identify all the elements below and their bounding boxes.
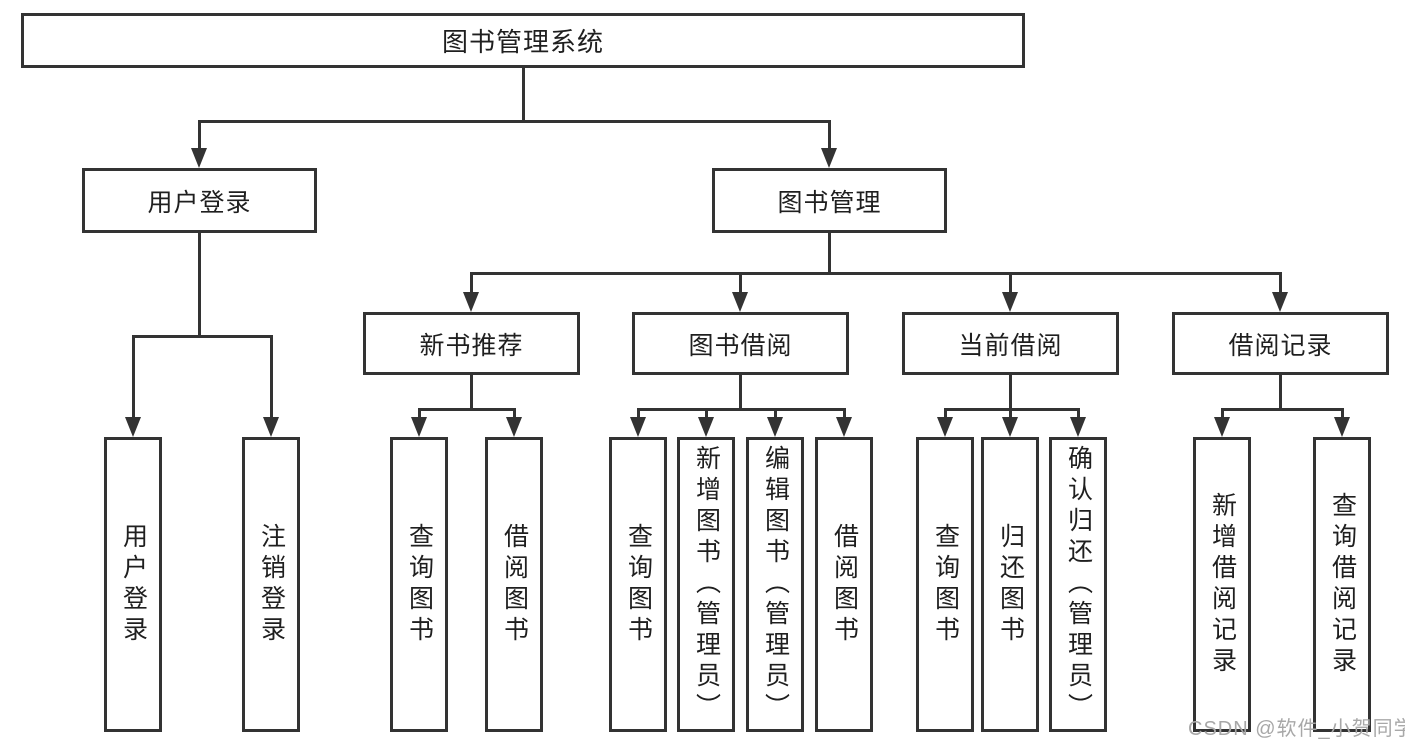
arrow-down-icon (836, 417, 852, 437)
node-borrow-records: 借阅记录 (1172, 312, 1389, 375)
arrow-down-icon (1002, 292, 1018, 312)
leaf-edit-book-admin: 编辑图书（管理员） (746, 437, 804, 732)
leaf-return-books: 归还图书 (981, 437, 1039, 732)
leaf-query-books-3: 查询图书 (916, 437, 974, 732)
arrow-down-icon (1002, 417, 1018, 437)
leaf-borrow-books-1: 借阅图书 (485, 437, 543, 732)
node-new-book-recommend: 新书推荐 (363, 312, 580, 375)
connector-line (827, 120, 831, 152)
leaf-add-borrow-record-label: 新增借阅记录 (1208, 491, 1237, 678)
arrow-down-icon (1272, 292, 1288, 312)
leaf-query-books-1-label: 查询图书 (405, 522, 434, 647)
connector-line (417, 408, 421, 421)
arrow-down-icon (463, 292, 479, 312)
leaf-borrow-books-1-label: 借阅图书 (500, 522, 529, 647)
connector-line (738, 272, 742, 296)
connector-line (197, 120, 201, 152)
leaf-logout: 注销登录 (242, 437, 300, 732)
arrow-down-icon (821, 148, 837, 168)
node-book-management: 图书管理 (712, 168, 947, 233)
leaf-query-borrow-record: 查询借阅记录 (1313, 437, 1371, 732)
leaf-add-book-admin: 新增图书（管理员） (677, 437, 735, 732)
arrow-down-icon (411, 417, 427, 437)
connector-line (269, 335, 273, 421)
arrow-down-icon (125, 417, 141, 437)
connector-line (1340, 408, 1344, 421)
connector-line (521, 68, 525, 122)
connector-line (512, 408, 516, 421)
node-user-login: 用户登录 (82, 168, 317, 233)
connector-line (1278, 375, 1282, 410)
leaf-add-book-admin-label: 新增图书（管理员） (692, 445, 721, 724)
connector-line (1008, 272, 1012, 296)
connector-line (773, 408, 777, 421)
arrow-down-icon (698, 417, 714, 437)
leaf-query-books-1: 查询图书 (390, 437, 448, 732)
arrow-down-icon (263, 417, 279, 437)
leaf-query-books-2-label: 查询图书 (624, 522, 653, 647)
arrow-down-icon (1070, 417, 1086, 437)
connector-line (704, 408, 708, 421)
node-current-borrow: 当前借阅 (902, 312, 1119, 375)
connector-line (1076, 408, 1080, 421)
connector-line (131, 335, 135, 421)
connector-line (636, 408, 640, 421)
arrow-down-icon (191, 148, 207, 168)
connector-line (469, 375, 473, 410)
arrow-down-icon (732, 292, 748, 312)
arrow-down-icon (1214, 417, 1230, 437)
leaf-edit-book-admin-label: 编辑图书（管理员） (761, 445, 790, 724)
connector-line (469, 272, 1282, 275)
csdn-watermark: CSDN @软件_小贺同学 (1188, 718, 1405, 740)
connector-line (636, 408, 846, 411)
leaf-add-borrow-record: 新增借阅记录 (1193, 437, 1251, 732)
connector-line (943, 408, 1080, 411)
arrow-down-icon (506, 417, 522, 437)
leaf-logout-label: 注销登录 (257, 522, 286, 647)
connector-line (842, 408, 846, 421)
connector-line (417, 408, 516, 411)
leaf-user-login: 用户登录 (104, 437, 162, 732)
arrow-down-icon (1334, 417, 1350, 437)
connector-line (1008, 408, 1012, 421)
node-book-borrow: 图书借阅 (632, 312, 849, 375)
connector-line (827, 233, 831, 274)
connector-line (1220, 408, 1224, 421)
arrow-down-icon (630, 417, 646, 437)
connector-line (1008, 375, 1012, 410)
leaf-user-login-label: 用户登录 (119, 522, 148, 647)
leaf-borrow-books-2: 借阅图书 (815, 437, 873, 732)
connector-line (131, 335, 273, 338)
connector-line (197, 233, 201, 337)
leaf-query-borrow-record-label: 查询借阅记录 (1328, 491, 1357, 678)
connector-line (738, 375, 742, 410)
leaf-confirm-return-admin: 确认归还（管理员） (1049, 437, 1107, 732)
leaf-query-books-3-label: 查询图书 (931, 522, 960, 647)
leaf-query-books-2: 查询图书 (609, 437, 667, 732)
leaf-confirm-return-admin-label: 确认归还（管理员） (1064, 445, 1093, 724)
arrow-down-icon (767, 417, 783, 437)
node-library-system: 图书管理系统 (21, 13, 1025, 68)
connector-line (943, 408, 947, 421)
connector-line (469, 272, 473, 296)
connector-line (1220, 408, 1344, 411)
connector-line (1278, 272, 1282, 296)
leaf-borrow-books-2-label: 借阅图书 (830, 522, 859, 647)
leaf-return-books-label: 归还图书 (996, 522, 1025, 647)
arrow-down-icon (937, 417, 953, 437)
connector-line (197, 120, 831, 123)
